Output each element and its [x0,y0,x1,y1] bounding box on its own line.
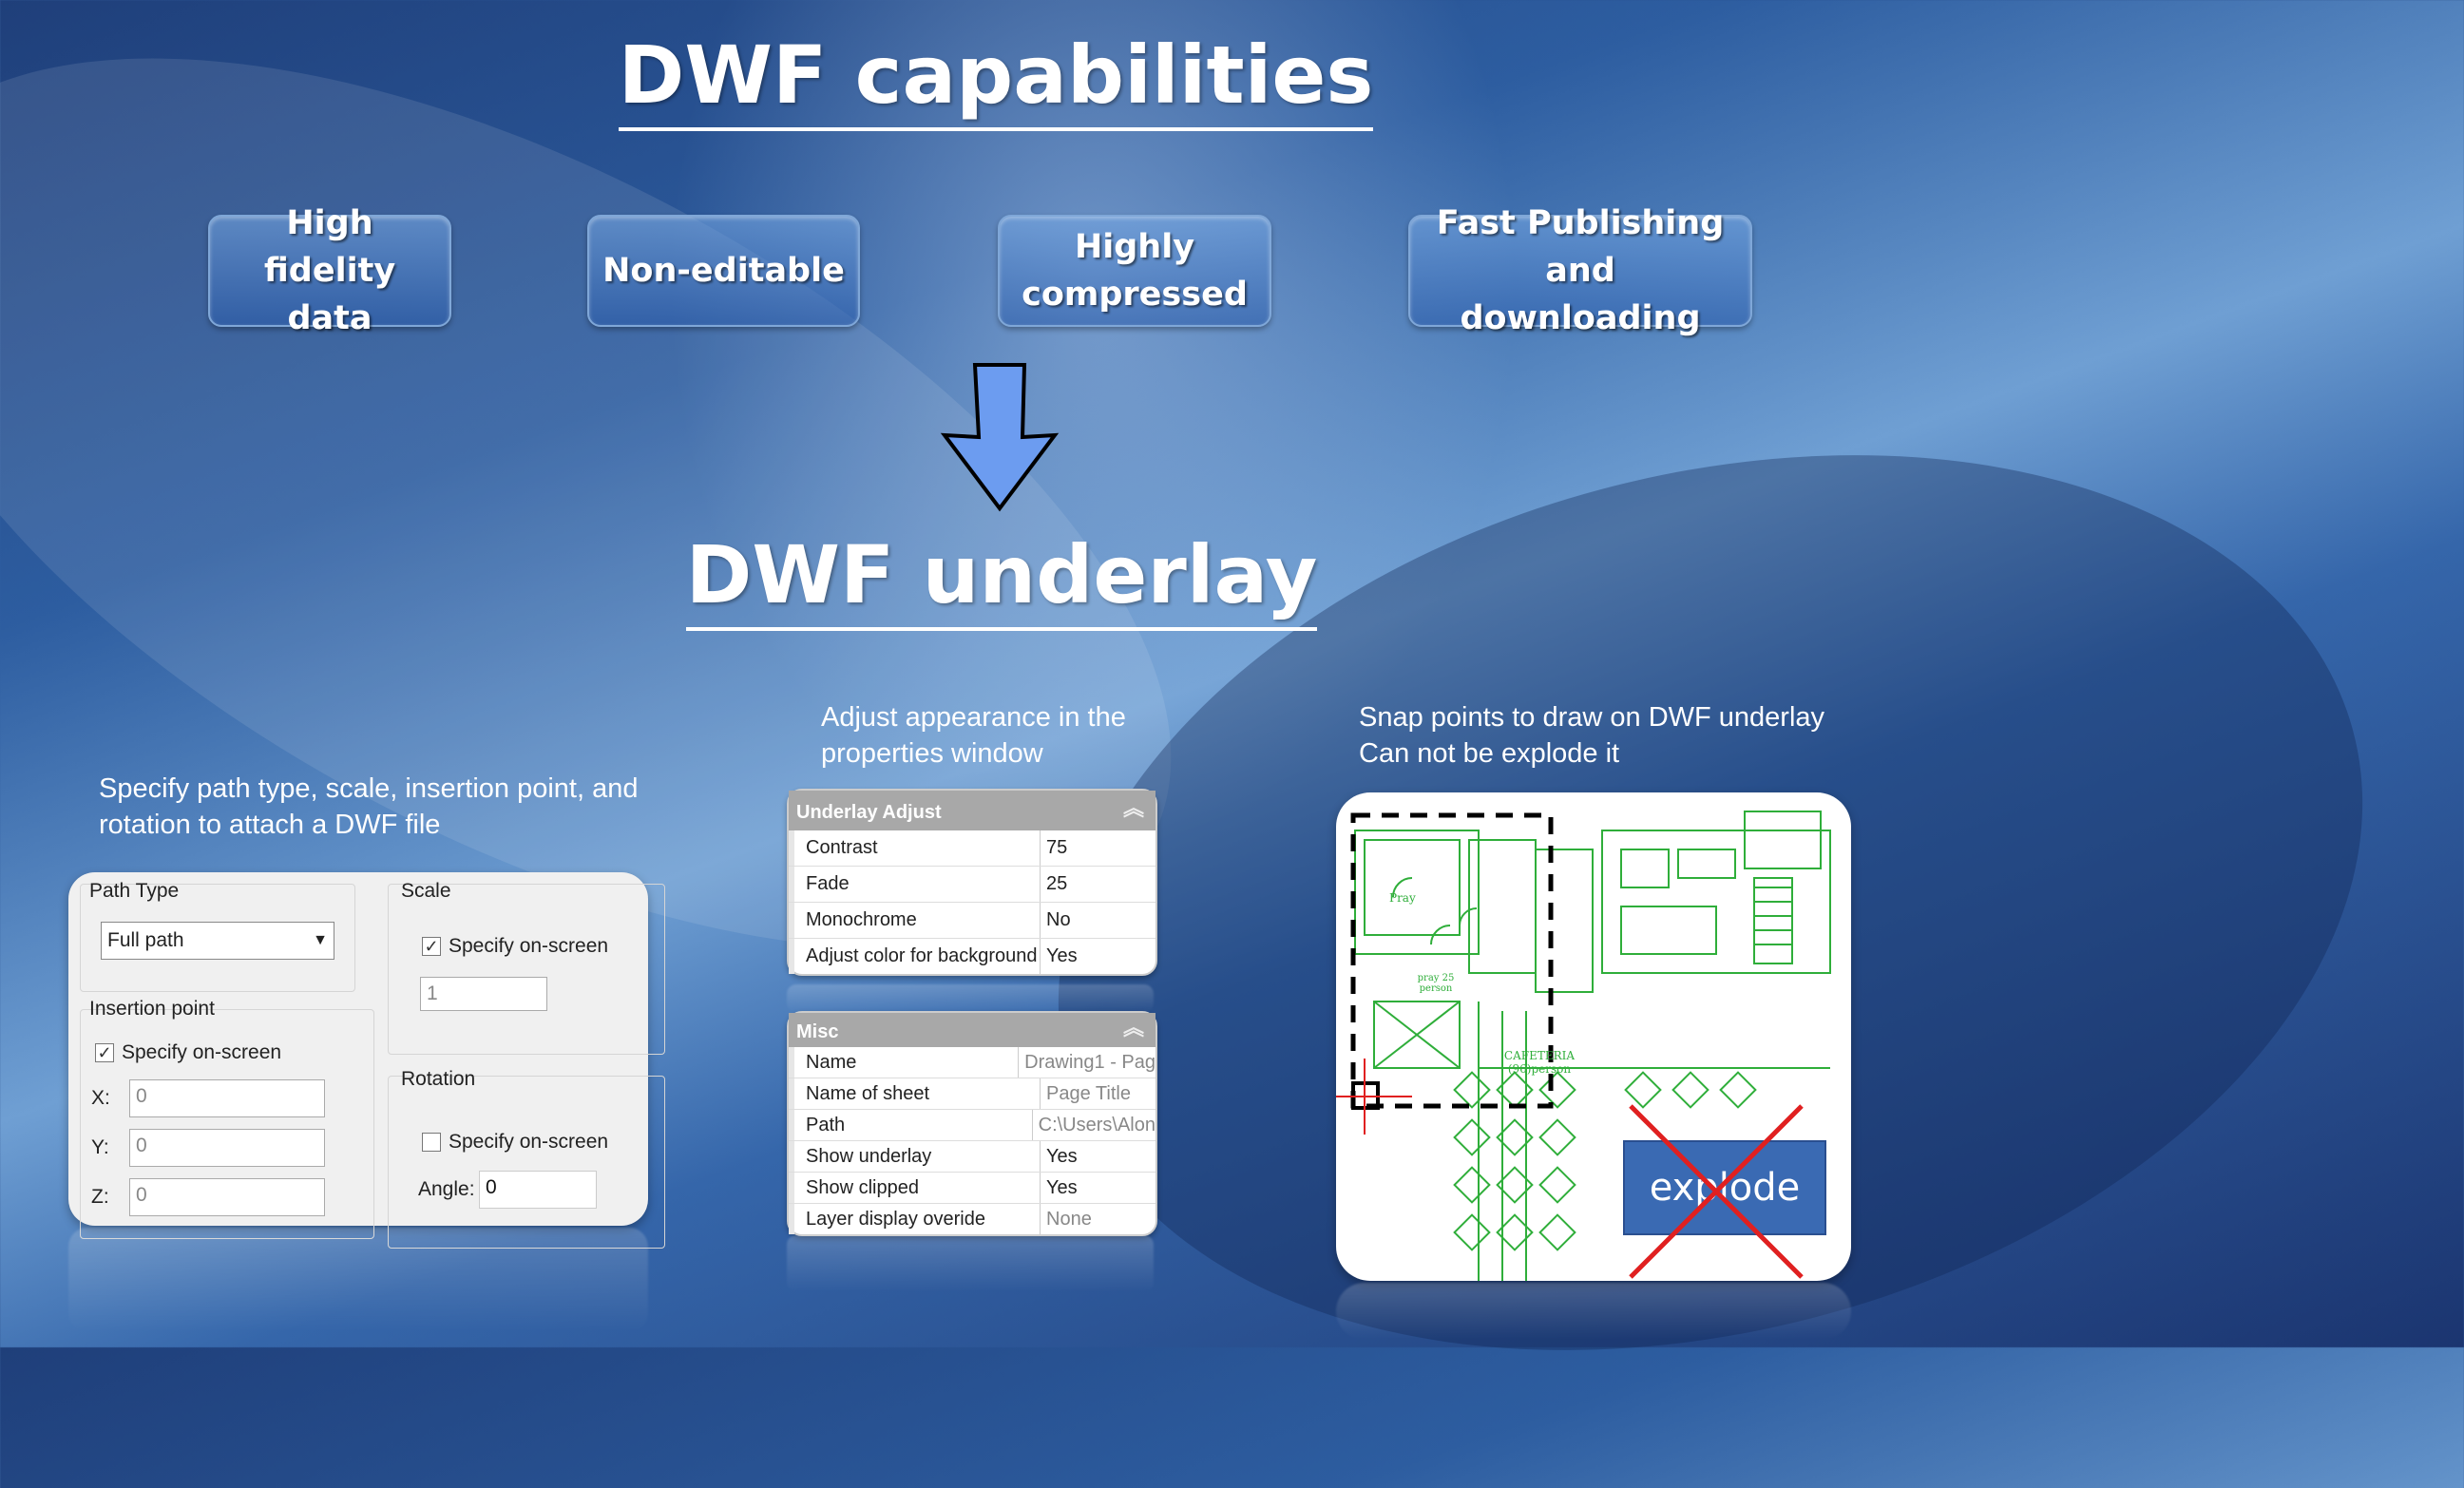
scale-input[interactable]: 1 [420,977,547,1011]
down-arrow-icon [940,363,1060,512]
insertion-specify-label: Specify on-screen [122,1041,282,1063]
explode-button[interactable]: explode [1623,1140,1826,1235]
chevron-down-icon: ▼ [313,932,328,948]
y-label: Y: [91,1136,109,1158]
insertion-specify-checkbox[interactable]: ✓ [95,1043,114,1062]
rotation-label: Rotation [401,1068,476,1090]
room-label: Pray [1389,891,1416,905]
z-input[interactable]: 0 [129,1178,325,1216]
room-label: pray 25 person [1417,973,1455,994]
scale-label: Scale [401,880,451,902]
plan-reflection [1336,1283,1851,1340]
feature-highly-compressed: Highly compressed [998,215,1271,327]
collapse-chevron-icon[interactable]: ︽ [1122,1016,1144,1040]
rotation-group [388,1076,665,1249]
path-type-label: Path Type [89,880,180,902]
rotation-specify-checkbox[interactable] [422,1133,441,1152]
misc-panel-reflection [787,1235,1154,1292]
y-input[interactable]: 0 [129,1129,325,1167]
feature-high-fidelity: High fidelity data [208,204,451,337]
underlay-panel-reflection [787,984,1154,1013]
slide-title: DWF capabilities [0,29,1992,131]
feature-non-editable: Non-editable [587,215,860,327]
dashed-selection [1350,812,1554,1109]
scale-specify-checkbox[interactable]: ✓ [422,937,441,956]
rotation-specify-label: Specify on-screen [449,1131,609,1153]
room-label: CAFETERIA (96)person [1503,1049,1576,1076]
scale-group [388,884,665,1055]
underlay-adjust-header[interactable]: Underlay Adjust︽ [789,791,1156,830]
caption-snap-line2: Can not be explode it [1359,738,1620,769]
caption-attach: Specify path type, scale, insertion poin… [99,773,639,840]
insertion-label: Insertion point [89,998,215,1020]
angle-input[interactable]: 0 [479,1171,597,1209]
caption-adjust: Adjust appearance in the properties wind… [821,702,1126,769]
angle-label: Angle: [418,1178,475,1200]
attach-dialog: Path Type Full path▼ Scale ✓ Specify on-… [68,872,665,1249]
floor-plan-lines [1336,811,1831,1281]
floor-plan-drawing: Pray pray 25 person CAFETERIA (96)person… [1336,792,1851,1281]
z-label: Z: [91,1186,109,1208]
feature-fast-publishing: Fast Publishing and downloading [1408,204,1752,337]
caption-snap: Snap points to draw on DWF underlay Can … [1359,699,1929,772]
collapse-chevron-icon[interactable]: ︽ [1122,796,1144,820]
insertion-group [80,1009,374,1239]
scale-specify-label: Specify on-screen [449,935,609,957]
misc-header[interactable]: Misc︽ [789,1013,1156,1047]
x-input[interactable]: 0 [129,1079,325,1117]
slide-subtitle: DWF underlay [0,528,2003,631]
cross-out-icon [1629,1104,1804,1279]
x-label: X: [91,1087,110,1109]
dialog-reflection [68,1228,648,1332]
table-grid [1453,1071,1757,1251]
path-type-select[interactable]: Full path▼ [101,922,334,960]
path-type-group [80,884,355,992]
caption-snap-line1: Snap points to draw on DWF underlay [1359,702,1825,733]
